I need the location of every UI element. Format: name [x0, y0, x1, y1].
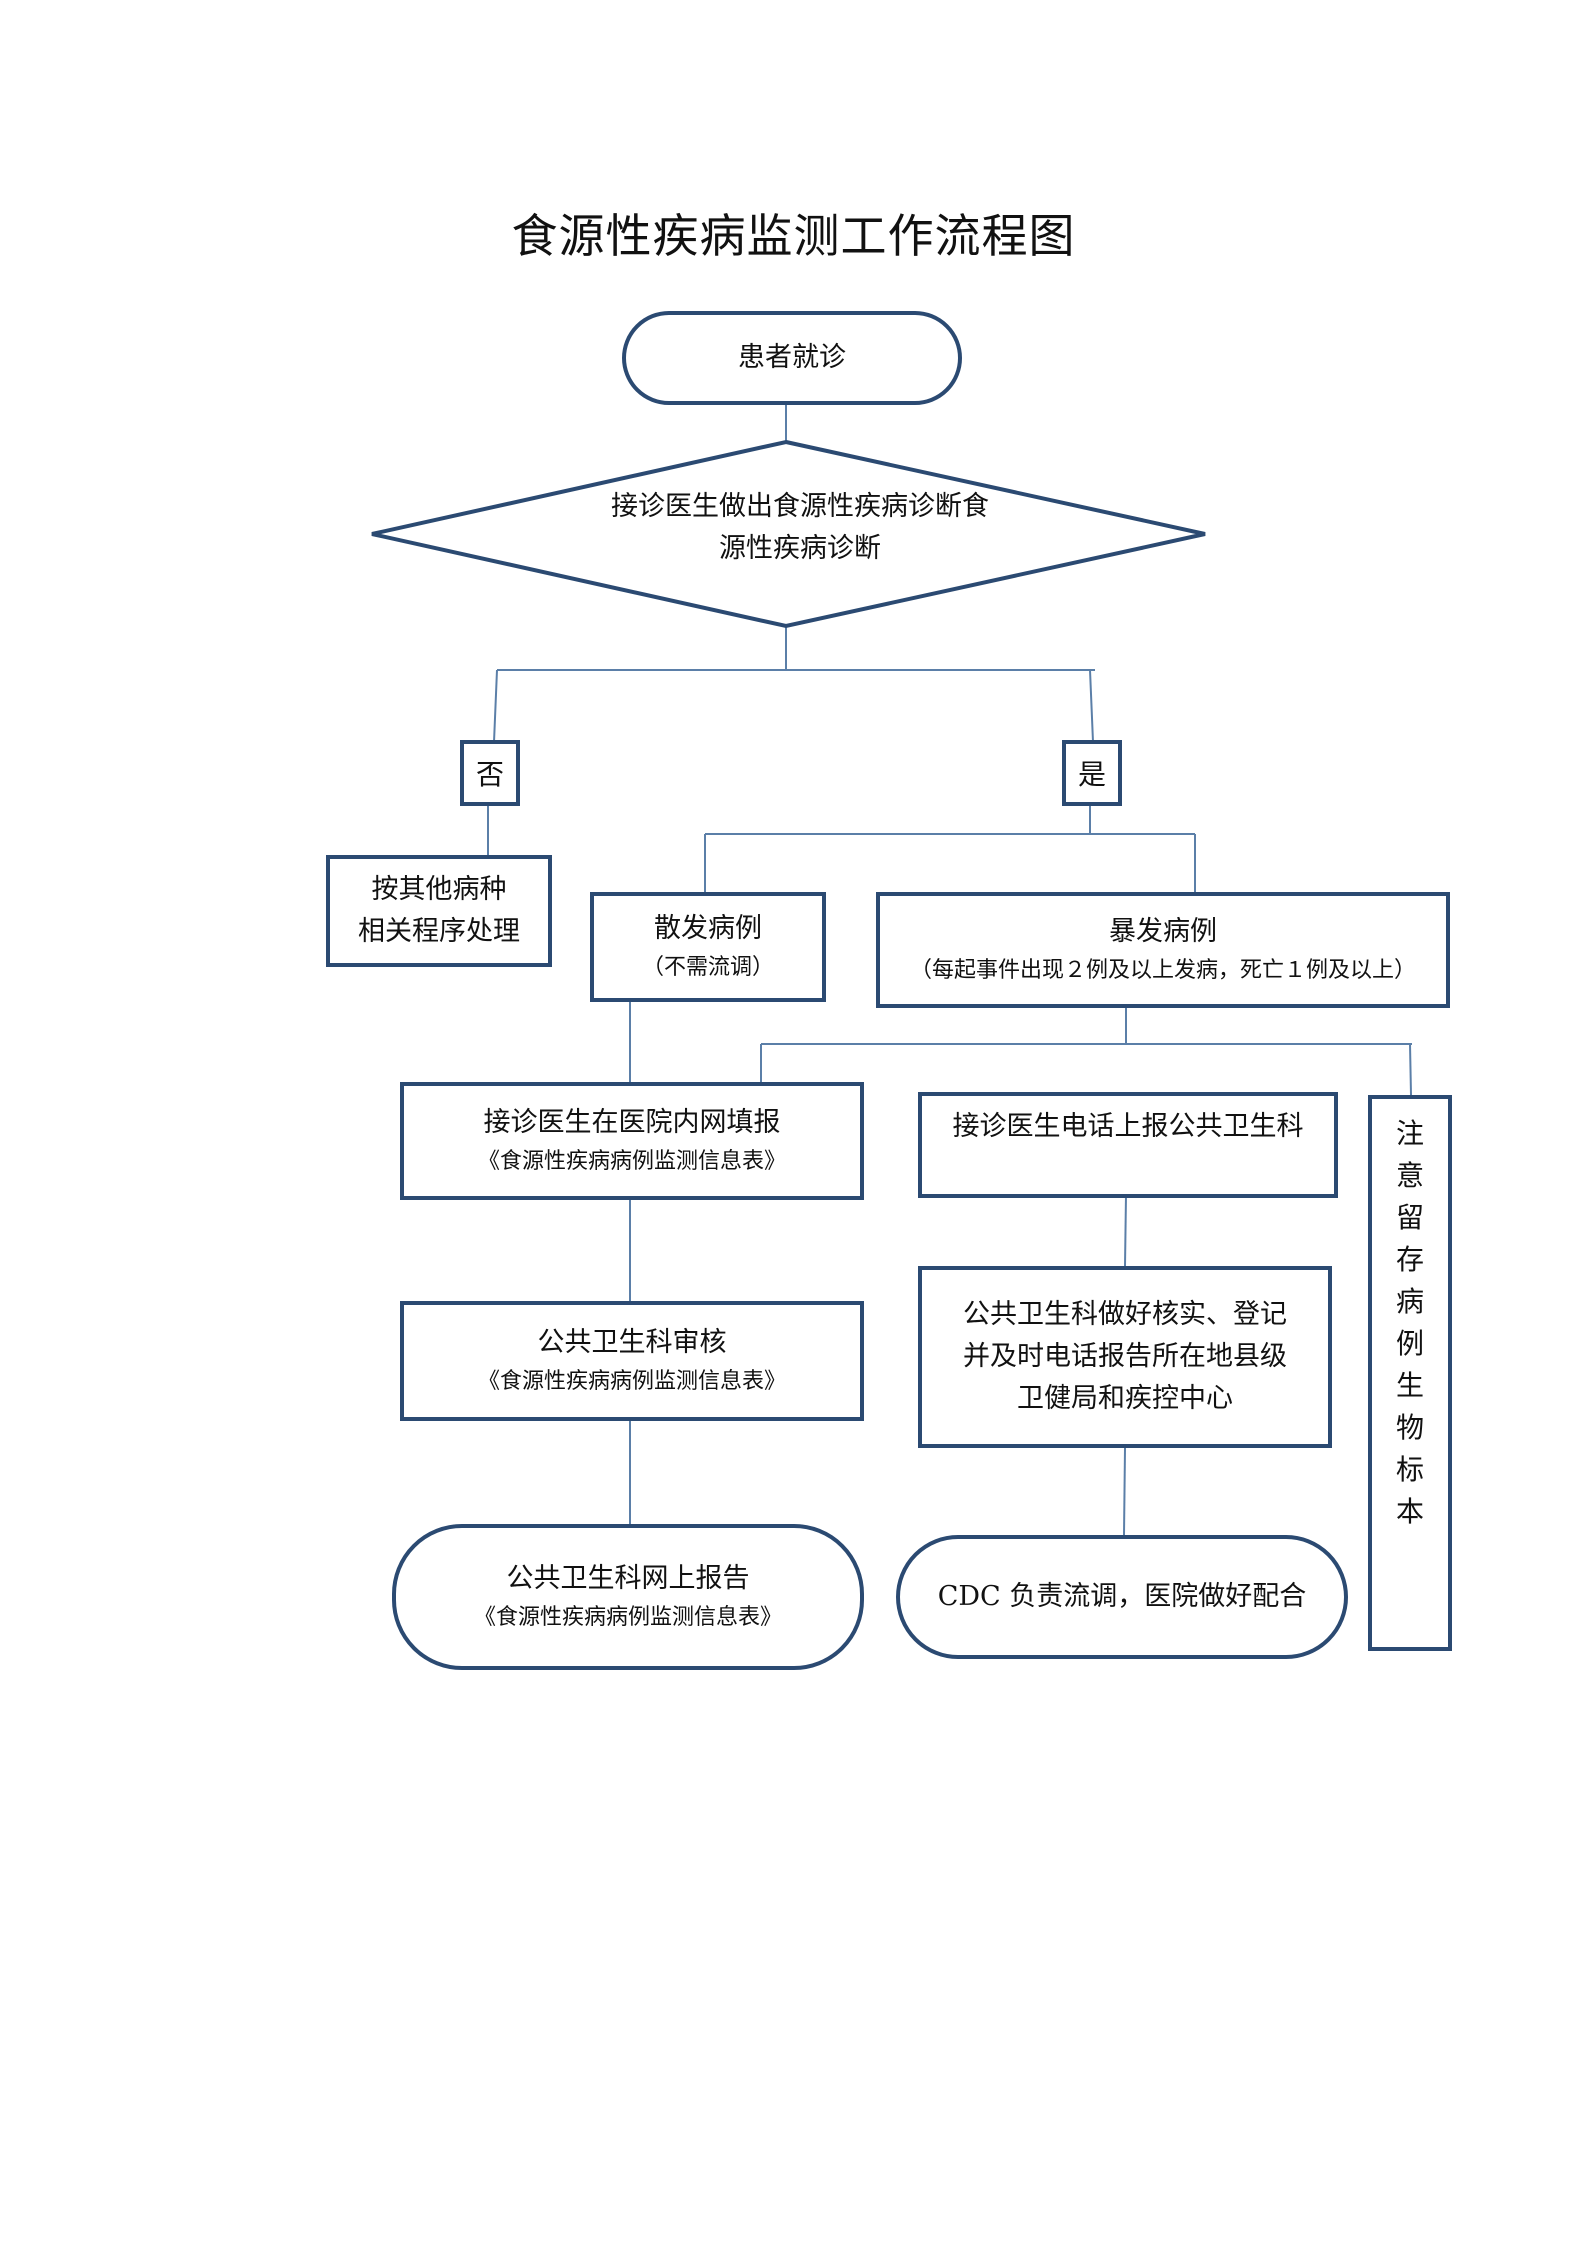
node-outbreak-case: 暴发病例 （每起事件出现２例及以上发病，死亡１例及以上） [876, 892, 1450, 1008]
node-phone-report: 接诊医生电话上报公共卫生科 [918, 1092, 1338, 1198]
node-verify-line-1: 公共卫生科做好核实、登记 [963, 1299, 1287, 1330]
node-online-report-title: 公共卫生科网上报告 [506, 1563, 750, 1594]
node-review-title: 公共卫生科审核 [537, 1327, 727, 1358]
node-sporadic-note: （不需流调） [641, 955, 774, 980]
node-other-disease: 按其他病种 相关程序处理 [326, 855, 552, 967]
node-intranet-report-title: 接诊医生在医院内网填报 [483, 1107, 781, 1138]
label-no: 否 [460, 740, 520, 806]
node-patient-visit: 患者就诊 [622, 311, 962, 405]
node-verify-line-2: 并及时电话报告所在地县级 [963, 1341, 1287, 1372]
node-intranet-report: 接诊医生在医院内网填报 《食源性疾病病例监测信息表》 [400, 1082, 864, 1200]
decision-text-line-1: 接诊医生做出食源性疾病诊断食 [611, 491, 989, 522]
node-specimen-note: 注意留存病例生物标本 [1368, 1095, 1452, 1651]
label-no-text: 否 [475, 758, 504, 791]
node-review: 公共卫生科审核 《食源性疾病病例监测信息表》 [400, 1301, 864, 1421]
node-specimen-note-text: 注意留存病例生物标本 [1395, 1117, 1424, 1528]
node-other-disease-line-1: 按其他病种 [371, 874, 507, 905]
node-cdc-investigation: CDC 负责流调，医院做好配合 [896, 1535, 1348, 1659]
node-cdc-investigation-text: CDC 负责流调，医院做好配合 [937, 1581, 1307, 1612]
decision-diamond [371, 439, 1206, 629]
page-title: 食源性疾病监测工作流程图 [511, 209, 1076, 263]
node-verify-register: 公共卫生科做好核实、登记 并及时电话报告所在地县级 卫健局和疾控中心 [918, 1266, 1332, 1448]
node-online-report-form: 《食源性疾病病例监测信息表》 [473, 1605, 782, 1630]
node-verify-line-3: 卫健局和疾控中心 [1017, 1383, 1233, 1414]
node-other-disease-line-2: 相关程序处理 [358, 916, 520, 947]
node-diagnosis-decision: 接诊医生做出食源性疾病诊断食 源性疾病诊断 [520, 486, 1080, 570]
node-online-report: 公共卫生科网上报告 《食源性疾病病例监测信息表》 [392, 1524, 864, 1670]
node-review-form: 《食源性疾病病例监测信息表》 [477, 1369, 786, 1394]
label-yes: 是 [1062, 740, 1122, 806]
node-outbreak-note: （每起事件出现２例及以上发病，死亡１例及以上） [909, 958, 1416, 983]
node-intranet-report-form: 《食源性疾病病例监测信息表》 [477, 1149, 786, 1174]
label-yes-text: 是 [1077, 758, 1106, 791]
node-phone-report-text: 接诊医生电话上报公共卫生科 [952, 1111, 1304, 1142]
decision-text-line-2: 源性疾病诊断 [719, 533, 881, 564]
node-sporadic-case: 散发病例 （不需流调） [590, 892, 826, 1002]
node-patient-visit-text: 患者就诊 [738, 342, 846, 373]
node-outbreak-title: 暴发病例 [1109, 916, 1217, 947]
node-sporadic-title: 散发病例 [654, 913, 762, 944]
